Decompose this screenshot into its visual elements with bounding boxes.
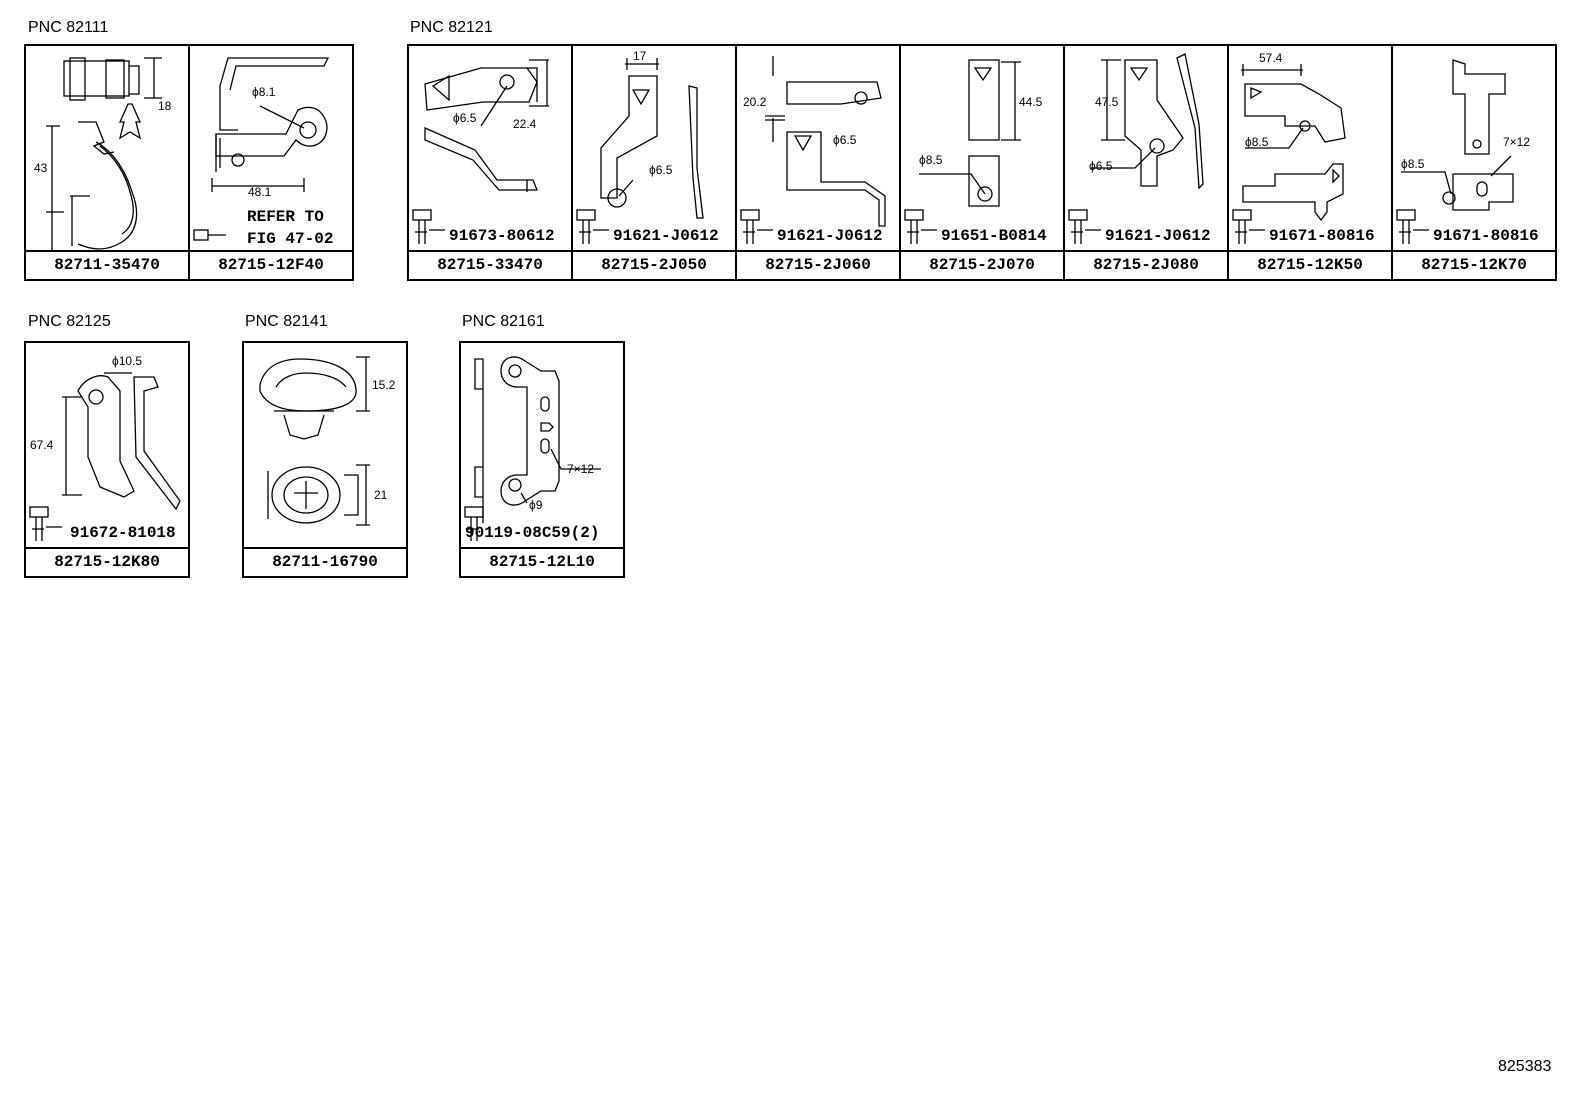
dim-7x12: 7×12	[1503, 135, 1530, 149]
bolt-icon	[464, 506, 484, 541]
bolt-icon	[1396, 209, 1429, 244]
part-cell-82715-33470[interactable]: ϕ6.5 22.4 91673-80612 82715-33470	[407, 44, 573, 281]
dim-17: 17	[633, 49, 647, 63]
part-number: 82715-2J050	[573, 250, 735, 279]
part-number: 82715-12L10	[461, 547, 623, 576]
dim-phi-8-5: ϕ8.5	[1245, 135, 1269, 149]
pnc-label-82125: PNC 82125	[28, 313, 111, 330]
bolt-part-number: 90119-08C59(2)	[465, 524, 600, 542]
part-cell-82715-2J070[interactable]: 44.5 ϕ8.5 91651-B0814 82715-2J070	[899, 44, 1065, 281]
pnc-label-82161: PNC 82161	[462, 313, 545, 330]
part-number: 82715-12K80	[26, 547, 188, 576]
bolt-part-number: 91621-J0612	[613, 227, 719, 245]
dim-67-4: 67.4	[30, 438, 54, 452]
dim-phi-6-5: ϕ6.5	[649, 163, 673, 177]
part-number: 82715-12K50	[1229, 250, 1391, 279]
dim-phi-6-5: ϕ6.5	[833, 133, 857, 147]
dim-phi-8-5: ϕ8.5	[1401, 157, 1425, 171]
pnc-label-82111: PNC 82111	[28, 19, 109, 36]
bolt-icon	[29, 506, 62, 541]
part-number: 82715-12F40	[190, 250, 352, 279]
dim-44-5: 44.5	[1019, 95, 1043, 109]
bolt-icon	[412, 209, 445, 244]
bolt-part-number: 91671-80816	[1433, 227, 1539, 245]
bracket-drawing: ϕ10.5 67.4	[29, 354, 181, 541]
bolt-part-number: 91621-J0612	[1105, 227, 1211, 245]
part-number: 82711-35470	[26, 250, 188, 279]
dim-22-4: 22.4	[513, 117, 537, 131]
part-cell-82715-12K50[interactable]: 57.4 ϕ8.5 91671-80816 82715-12K50	[1227, 44, 1393, 281]
refer-line-2: FIG 47-02	[247, 230, 334, 248]
dim-15-2: 15.2	[372, 378, 396, 392]
bolt-icon	[904, 209, 937, 244]
bracket-drawing: 17 ϕ6.5	[576, 49, 704, 244]
bracket-drawing: 20.2 ϕ6.5	[740, 56, 886, 244]
bracket-drawing: 44.5 ϕ8.5	[904, 59, 1043, 244]
dim-phi-9: ϕ9	[529, 498, 543, 512]
dim-47-5: 47.5	[1095, 95, 1119, 109]
part-cell-82711-16790[interactable]: 15.2 21 82711-16790	[242, 341, 408, 578]
dim-57-4: 57.4	[1259, 51, 1283, 65]
part-number: 82715-2J080	[1065, 250, 1227, 279]
pnc-label-82121: PNC 82121	[410, 19, 493, 36]
dim-phi-8-5: ϕ8.5	[919, 153, 943, 167]
dim-phi-6-5: ϕ6.5	[453, 111, 477, 125]
refer-line-1: REFER TO	[247, 208, 324, 226]
dim-phi-10-5: ϕ10.5	[112, 354, 142, 368]
part-number: 82711-16790	[244, 547, 406, 576]
part-cell-82715-2J080[interactable]: 47.5 ϕ6.5 91621-J0612 82715-2J080	[1063, 44, 1229, 281]
part-number: 82715-2J070	[901, 250, 1063, 279]
part-cell-82715-12K80[interactable]: ϕ10.5 67.4 91672-81018 82715-12K80	[24, 341, 190, 578]
bracket-drawing: 47.5 ϕ6.5	[1068, 53, 1204, 244]
nut-icon	[193, 229, 226, 241]
bolt-part-number: 91672-81018	[70, 524, 176, 542]
dim-43: 43	[34, 161, 48, 175]
bolt-part-number: 91671-80816	[1269, 227, 1375, 245]
dim-21: 21	[374, 488, 388, 502]
figure-id: 825383	[1498, 1058, 1552, 1075]
dim-phi-6-5: ϕ6.5	[1089, 159, 1113, 173]
bracket-drawing: ϕ8.1 48.1	[193, 57, 330, 241]
bolt-part-number: 91621-J0612	[777, 227, 883, 245]
dim-18: 18	[158, 99, 172, 113]
bracket-drawing: ϕ8.5 7×12	[1396, 59, 1530, 244]
pnc-label-82141: PNC 82141	[245, 313, 328, 330]
clip-drawing: 18 43	[34, 57, 172, 252]
bolt-part-number: 91673-80612	[449, 227, 555, 245]
dim-phi-8-1: ϕ8.1	[252, 85, 276, 99]
bolt-icon	[740, 209, 773, 244]
part-cell-82715-2J050[interactable]: 17 ϕ6.5 91621-J0612 82715-2J050	[571, 44, 737, 281]
part-number: 82715-33470	[409, 250, 571, 279]
part-number: 82715-2J060	[737, 250, 899, 279]
part-cell-82715-12L10[interactable]: 7×12 ϕ9 90119-08C59(2) 82715-12L10	[459, 341, 625, 578]
bolt-icon	[576, 209, 609, 244]
part-cell-82715-12F40[interactable]: ϕ8.1 48.1 REFER TO FIG 47-02 82715-12F40	[188, 44, 354, 281]
part-cell-82715-2J060[interactable]: 20.2 ϕ6.5 91621-J0612 82715-2J060	[735, 44, 901, 281]
bolt-part-number: 91651-B0814	[941, 227, 1047, 245]
bolt-icon	[1068, 209, 1101, 244]
part-cell-82715-12K70[interactable]: ϕ8.5 7×12 91671-80816 82715-12K70	[1391, 44, 1557, 281]
clip-drawing: 15.2 21	[259, 356, 396, 526]
dim-20-2: 20.2	[743, 95, 767, 109]
dim-48-1: 48.1	[248, 185, 272, 199]
bolt-icon	[1232, 209, 1265, 244]
part-cell-82711-35470[interactable]: 18 43 82711-35470	[24, 44, 190, 281]
refer-note: REFER TO FIG 47-02	[247, 206, 333, 250]
bracket-drawing: ϕ6.5 22.4	[412, 59, 549, 244]
part-number: 82715-12K70	[1393, 250, 1555, 279]
dim-7x12: 7×12	[567, 462, 594, 476]
bracket-drawing: 7×12 ϕ9	[464, 356, 601, 541]
bracket-drawing: 57.4 ϕ8.5	[1232, 51, 1346, 244]
